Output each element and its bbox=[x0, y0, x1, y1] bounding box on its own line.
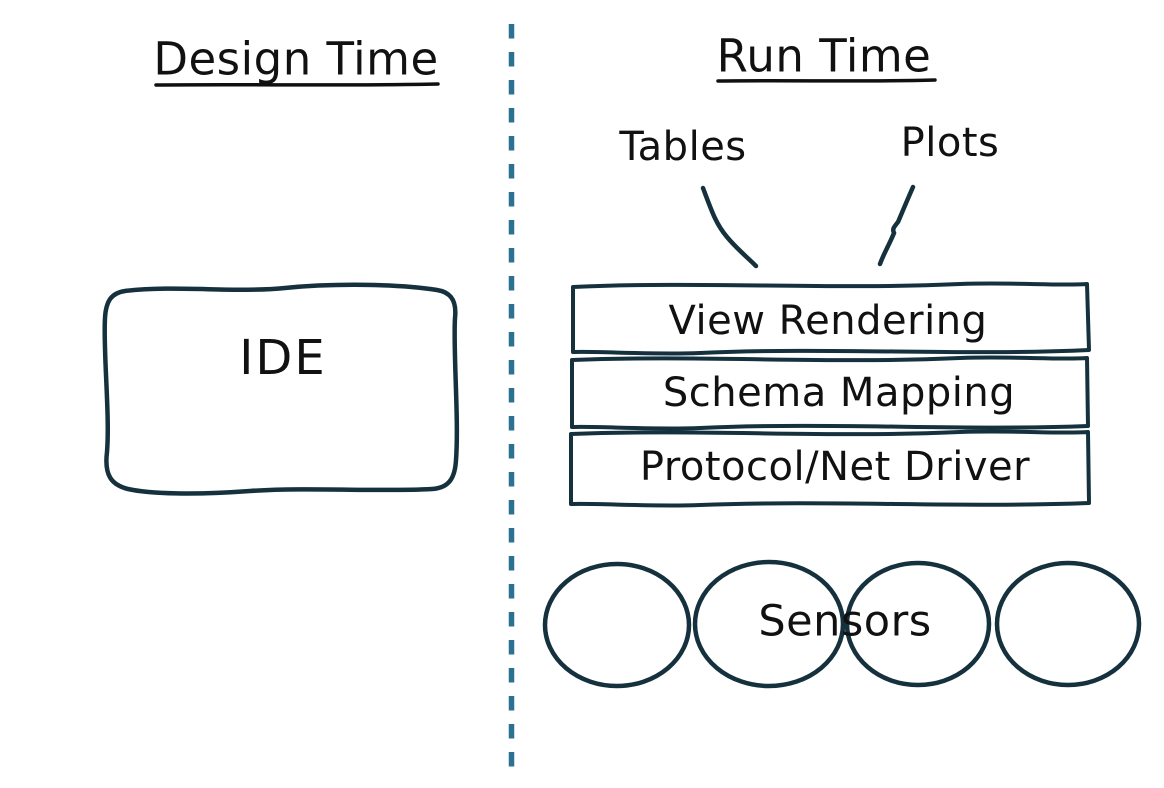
run-time-underline bbox=[716, 78, 937, 83]
sensor-circle-2 bbox=[692, 559, 846, 689]
run-time-title: Run Time bbox=[716, 29, 932, 83]
plots-label: Plots bbox=[900, 120, 1000, 166]
design-time-underline bbox=[154, 82, 440, 87]
layer-box-protocol-net-driver bbox=[569, 429, 1091, 508]
connector-tables-line bbox=[700, 185, 759, 269]
tables-label: Tables bbox=[619, 124, 747, 170]
schema-mapping-label: Schema Mapping bbox=[662, 370, 1016, 416]
view-rendering-label: View Rendering bbox=[668, 298, 988, 344]
layer-box-schema-mapping bbox=[570, 355, 1090, 431]
sensor-circle-1 bbox=[542, 561, 692, 689]
protocol-net-driver-label: Protocol/Net Driver bbox=[639, 444, 1031, 490]
ide-box bbox=[102, 282, 460, 496]
sensor-circle-3 bbox=[844, 560, 992, 688]
sensors-label: Sensors bbox=[758, 596, 932, 647]
layer-box-view-rendering bbox=[571, 281, 1091, 356]
ide-label: IDE bbox=[239, 330, 327, 386]
design-time-title: Design Time bbox=[153, 32, 439, 86]
sensor-circle-4 bbox=[994, 560, 1142, 688]
connector-plots-line bbox=[877, 184, 916, 267]
